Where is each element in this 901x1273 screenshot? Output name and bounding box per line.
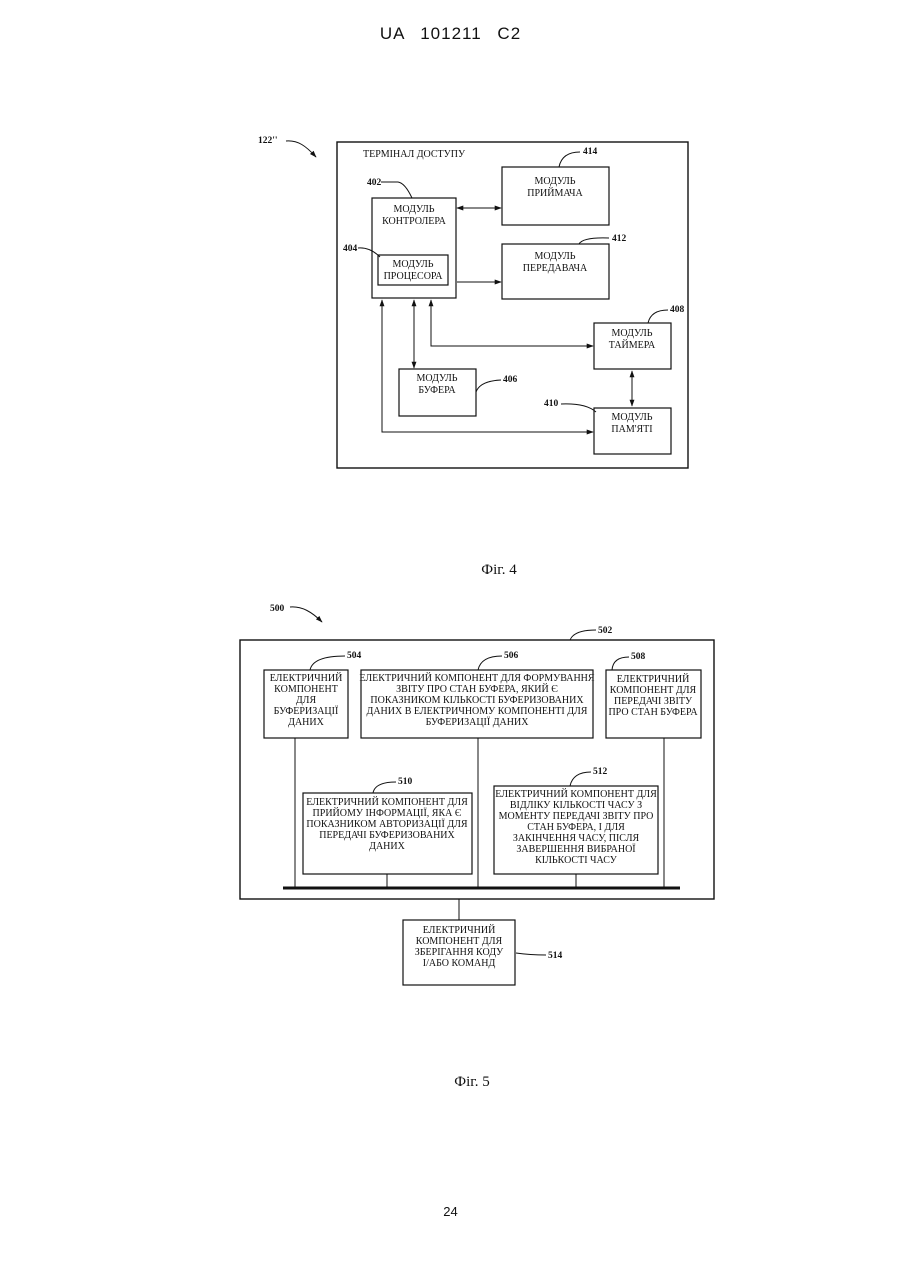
controller-label-1: МОДУЛЬ [393, 204, 434, 215]
timer-label-2: ТАЙМЕРА [609, 339, 656, 351]
c506-line-1: ЕЛЕКТРИЧНИЙ КОМПОНЕНТ ДЛЯ ФОРМУВАННЯ [359, 672, 594, 684]
ref-414: 414 [583, 147, 598, 157]
leader-502 [570, 630, 596, 640]
system-ref-122: 122'' [258, 136, 278, 146]
system-ref-500: 500 [270, 604, 285, 614]
c504-line-3: ДЛЯ [296, 695, 317, 706]
c512-line-2: ВІДЛІКУ КІЛЬКОСТІ ЧАСУ З [510, 800, 642, 811]
ref-502: 502 [598, 626, 613, 636]
page-number: 24 [0, 1204, 901, 1219]
c504-line-4: БУФЕРИЗАЦІЇ [274, 705, 339, 717]
controller-label-2: КОНТРОЛЕРА [382, 216, 447, 227]
c510-line-1: ЕЛЕКТРИЧНИЙ КОМПОНЕНТ ДЛЯ [306, 796, 468, 808]
ref-408: 408 [670, 305, 685, 315]
c504-line-5: ДАНИХ [288, 717, 324, 728]
pointer-122 [286, 141, 316, 157]
c508-line-1: ЕЛЕКТРИЧНИЙ [617, 673, 690, 685]
c510-line-3: ПОКАЗНИКОМ АВТОРИЗАЦІЇ ДЛЯ [306, 818, 468, 830]
c512-line-1: ЕЛЕКТРИЧНИЙ КОМПОНЕНТ ДЛЯ [495, 788, 657, 800]
c506-line-3: ПОКАЗНИКОМ КІЛЬКОСТІ БУФЕРИЗОВАНИХ [370, 695, 584, 706]
processor-label-1: МОДУЛЬ [392, 259, 433, 270]
c512-line-6: ЗАВЕРШЕННЯ ВИБРАНОЇ [516, 843, 636, 855]
buffer-label-1: МОДУЛЬ [416, 373, 457, 384]
ref-402: 402 [367, 178, 382, 188]
c508-line-4: ПРО СТАН БУФЕРА [608, 707, 698, 718]
processor-label-2: ПРОЦЕСОРА [384, 271, 444, 282]
figure-5: 500 502 ЕЛЕКТРИЧНИЙ КОМПОНЕНТ ДЛЯ БУФЕРИ… [240, 604, 714, 1090]
c512-line-7: КІЛЬКОСТІ ЧАСУ [535, 855, 618, 866]
c506-line-5: БУФЕРИЗАЦІЇ ДАНИХ [426, 716, 530, 728]
ref-406: 406 [503, 375, 518, 385]
ref-508: 508 [631, 652, 646, 662]
pointer-500 [290, 607, 322, 622]
c514-line-4: І/АБО КОМАНД [423, 958, 496, 969]
memory-label-2: ПАМ'ЯТІ [611, 424, 652, 435]
c506-line-4: ДАНИХ В ЕЛЕКТРИЧНОМУ КОМПОНЕНТІ ДЛЯ [367, 706, 588, 717]
ref-412: 412 [612, 234, 627, 244]
c514-line-2: КОМПОНЕНТ ДЛЯ [416, 936, 503, 947]
c506-line-2: ЗВІТУ ПРО СТАН БУФЕРА, ЯКИЙ Є [396, 683, 558, 695]
c510-line-5: ДАНИХ [369, 841, 405, 852]
ref-514: 514 [548, 951, 563, 961]
c508-line-3: ПЕРЕДАЧІ ЗВІТУ [614, 696, 693, 707]
c512-line-3: МОМЕНТУ ПЕРЕДАЧІ ЗВІТУ ПРО [499, 811, 654, 822]
c504-line-1: ЕЛЕКТРИЧНИЙ [270, 672, 343, 684]
c510-line-4: ПЕРЕДАЧІ БУФЕРИЗОВАНИХ [319, 830, 455, 841]
ref-410: 410 [544, 399, 559, 409]
c514-line-1: ЕЛЕКТРИЧНИЙ [423, 924, 496, 936]
c510-line-2: ПРИЙОМУ ІНФОРМАЦІЇ, ЯКА Є [313, 807, 462, 819]
figure-5-caption: Фіг. 5 [454, 1074, 489, 1090]
frame-label: ТЕРМІНАЛ ДОСТУПУ [363, 149, 466, 160]
ref-504: 504 [347, 651, 362, 661]
leader-514 [516, 953, 546, 955]
receiver-label-2: ПРИЙМАЧА [527, 187, 583, 199]
receiver-label-1: МОДУЛЬ [534, 176, 575, 187]
buffer-label-2: БУФЕРА [418, 385, 456, 396]
c512-line-4: СТАН БУФЕРА, І ДЛЯ [527, 822, 625, 833]
ref-404: 404 [343, 244, 358, 254]
figure-4: 122'' ТЕРМІНАЛ ДОСТУПУ МОДУЛЬ КОНТРОЛЕРА… [258, 136, 688, 578]
memory-label-1: МОДУЛЬ [611, 412, 652, 423]
c508-line-2: КОМПОНЕНТ ДЛЯ [610, 685, 697, 696]
c514-line-3: ЗБЕРІГАННЯ КОДУ [415, 947, 504, 958]
c504-line-2: КОМПОНЕНТ [274, 684, 338, 695]
ref-510: 510 [398, 777, 413, 787]
ref-512: 512 [593, 767, 608, 777]
transmitter-label-1: МОДУЛЬ [534, 251, 575, 262]
c512-line-5: ЗАКІНЧЕННЯ ЧАСУ, ПІСЛЯ [513, 833, 640, 844]
figure-4-caption: Фіг. 4 [481, 562, 517, 578]
ref-506: 506 [504, 651, 519, 661]
timer-label-1: МОДУЛЬ [611, 328, 652, 339]
transmitter-label-2: ПЕРЕДАВАЧА [523, 263, 588, 274]
